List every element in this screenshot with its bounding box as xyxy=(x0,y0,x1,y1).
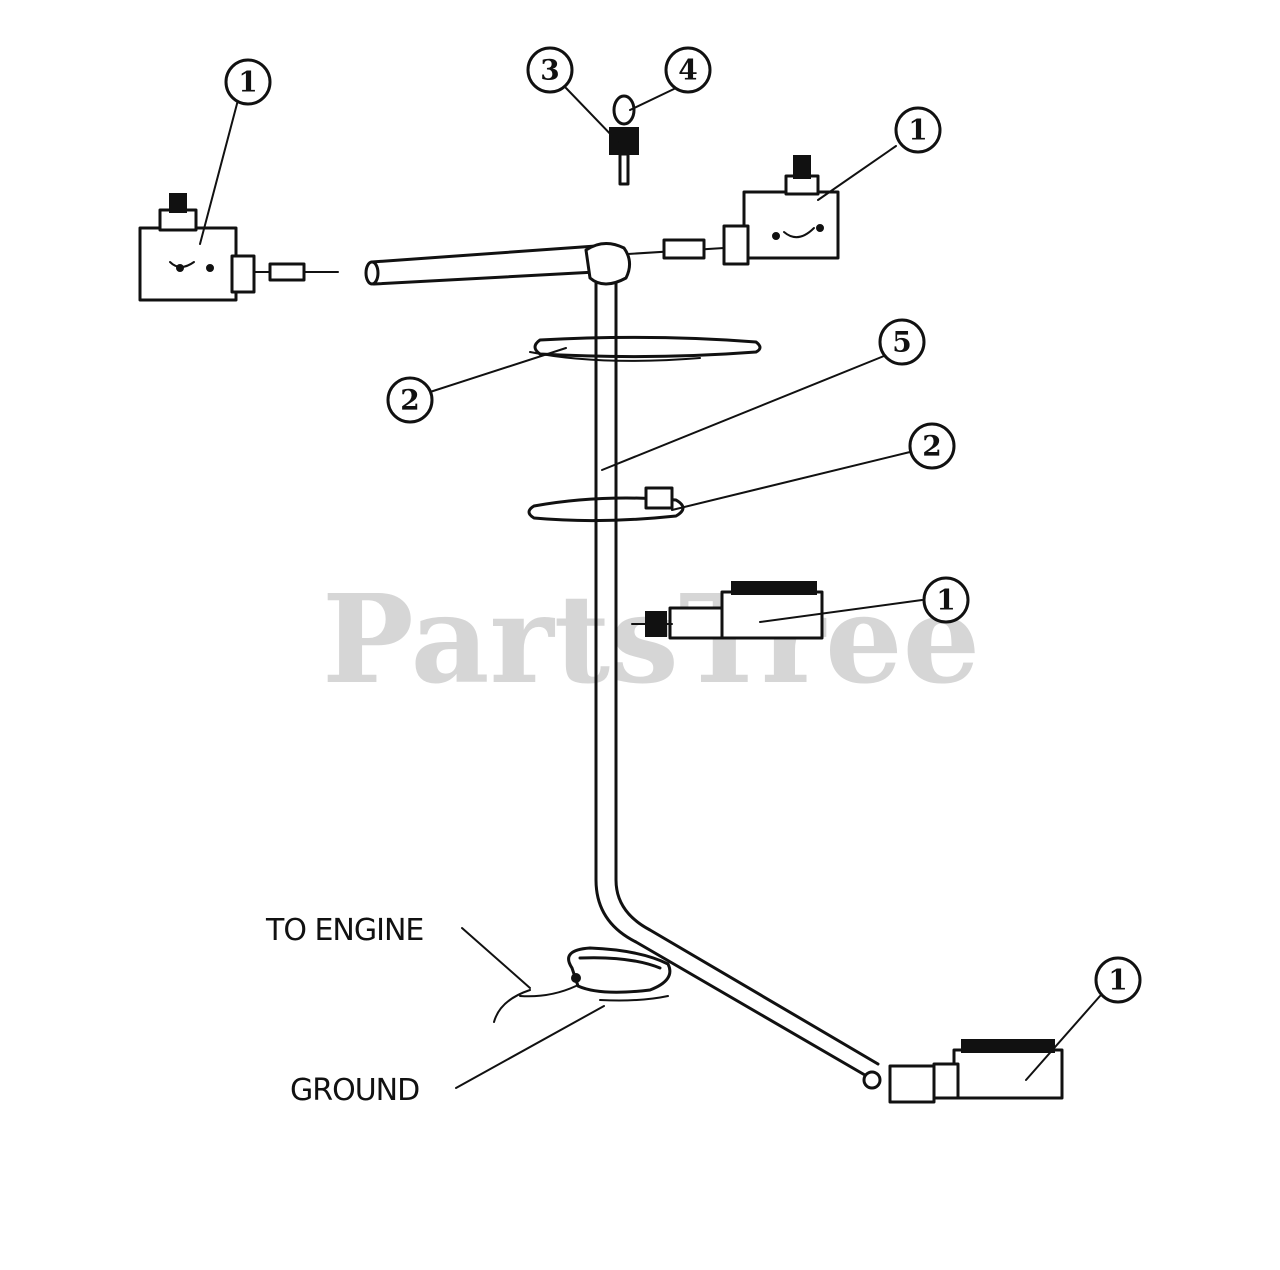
callout-1-middle: 1 xyxy=(922,576,970,624)
partstree-watermark: PartsTree xyxy=(322,567,980,711)
ignition-key xyxy=(609,94,639,186)
callout-2-lower: 2 xyxy=(908,422,956,470)
callout-1-bottom: 1 xyxy=(1094,956,1142,1004)
harness-upper-branch xyxy=(364,242,631,286)
callout-1-top-left: 1 xyxy=(224,58,272,106)
callout-5: 5 xyxy=(878,318,926,366)
svg-text:1: 1 xyxy=(936,584,955,617)
svg-text:4: 4 xyxy=(678,54,697,87)
harness-bottom-loop xyxy=(493,946,672,1023)
svg-text:2: 2 xyxy=(922,430,941,463)
switch-top-left xyxy=(138,193,339,302)
svg-text:2: 2 xyxy=(400,384,419,417)
clip-lower xyxy=(527,486,685,523)
svg-text:1: 1 xyxy=(238,66,257,99)
svg-text:5: 5 xyxy=(892,326,911,359)
ground-label: GROUND xyxy=(290,1073,419,1108)
callout-2-upper: 2 xyxy=(386,376,434,424)
harness-trunk xyxy=(594,280,880,1080)
callout-1-top-right: 1 xyxy=(894,106,942,154)
svg-text:1: 1 xyxy=(1108,964,1127,997)
leader-lines xyxy=(199,87,1101,1089)
svg-text:1: 1 xyxy=(908,114,927,147)
callout-3: 3 xyxy=(526,46,574,94)
to-engine-label: TO ENGINE xyxy=(265,913,423,948)
switch-top-right xyxy=(627,155,840,266)
callout-4: 4 xyxy=(664,46,712,94)
switch-bottom-right xyxy=(862,1039,1064,1104)
svg-text:3: 3 xyxy=(540,54,559,87)
